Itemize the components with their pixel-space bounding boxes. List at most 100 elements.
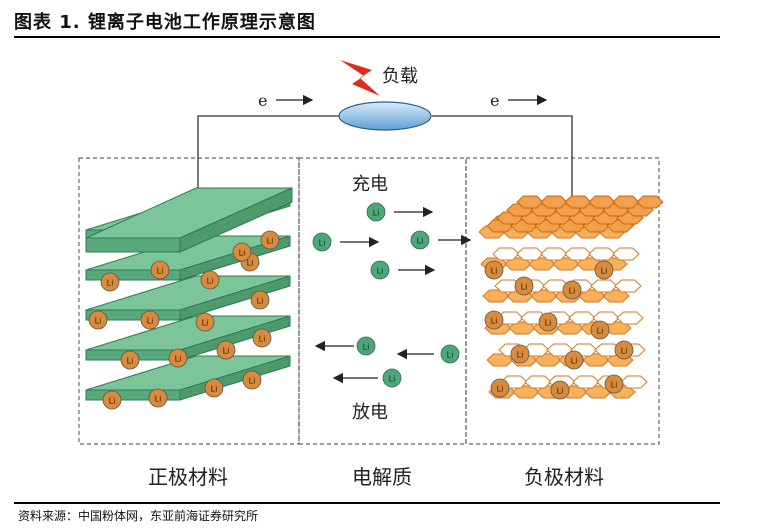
ion-circle	[100, 272, 120, 292]
cathode-li-ion: Li	[204, 378, 224, 398]
ion-circle	[242, 370, 262, 390]
ion-circle	[484, 260, 504, 280]
cathode-plate	[85, 315, 291, 361]
ion-circle	[356, 336, 376, 356]
ion-circle	[232, 242, 252, 262]
ion-symbol: Li	[319, 239, 326, 248]
graphite-hex	[492, 247, 520, 261]
ion-circle	[148, 388, 168, 408]
anode-li-ion: Li	[564, 350, 584, 370]
load-label: 负载	[382, 66, 418, 87]
ion-circle	[510, 344, 530, 364]
ion-circle	[168, 348, 188, 368]
ion-circle	[604, 374, 624, 394]
section-boxes	[78, 157, 660, 445]
anode-li-ion: Li	[514, 276, 534, 296]
load-ellipse	[338, 101, 432, 131]
cathode-li-ion: Li	[195, 312, 215, 332]
charge-li-ion: Li	[312, 232, 332, 252]
ion-symbol: Li	[202, 319, 209, 328]
graphite-hex-top	[588, 195, 616, 209]
graphite-hex	[588, 247, 616, 261]
ion-symbol: Li	[109, 397, 116, 406]
cathode-li-ion: Li	[252, 328, 272, 348]
ion-circle	[382, 368, 402, 388]
cathode-li-ion: Li	[102, 390, 122, 410]
ion-symbol: Li	[373, 209, 380, 218]
ion-symbol: Li	[497, 385, 504, 394]
anode-li-ion: Li	[490, 378, 510, 398]
graphite-hex	[516, 247, 544, 261]
ion-symbol: Li	[571, 357, 578, 366]
electron-flow: e e	[258, 91, 548, 110]
ion-symbol: Li	[557, 387, 564, 396]
figure-title: 图表 1. 锂离子电池工作原理示意图	[14, 12, 316, 33]
anode-li-ion: Li	[484, 260, 504, 280]
ion-symbol: Li	[257, 297, 264, 306]
graphite-hex	[524, 375, 552, 389]
ion-symbol: Li	[239, 249, 246, 258]
discharge-li-ion: Li	[382, 368, 402, 388]
ion-symbol: Li	[517, 351, 524, 360]
charge-label: 充电	[352, 174, 388, 195]
ion-circle	[150, 260, 170, 280]
section-cathode-label: 正极材料	[148, 465, 228, 489]
ion-circle	[562, 280, 582, 300]
ion-symbol: Li	[95, 317, 102, 326]
cathode-plate	[85, 275, 291, 321]
ion-circle	[370, 260, 390, 280]
ion-circle	[260, 230, 280, 250]
anode-li-ion: Li	[594, 260, 614, 280]
graphite-hex-top	[516, 195, 544, 209]
ion-circle	[102, 390, 122, 410]
ion-symbol: Li	[389, 375, 396, 384]
ion-symbol: Li	[597, 327, 604, 336]
cathode-li-ion: Li	[120, 350, 140, 370]
plate-side-main	[179, 187, 293, 253]
external-circuit	[197, 115, 573, 210]
ion-circle	[410, 230, 430, 250]
cathode-li-ion: Li	[88, 310, 108, 330]
graphite-hex	[614, 279, 642, 293]
ion-circle	[252, 328, 272, 348]
ion-symbol: Li	[569, 287, 576, 296]
ion-symbol: Li	[621, 347, 628, 356]
lightning-icon	[340, 60, 380, 96]
ion-circle	[140, 310, 160, 330]
cathode-li-ion: Li	[216, 340, 236, 360]
ion-symbol: Li	[247, 259, 254, 268]
ion-symbol: Li	[601, 267, 608, 276]
ion-circle	[490, 378, 510, 398]
anode-li-ion: Li	[590, 320, 610, 340]
ion-circle	[216, 340, 236, 360]
ion-circle	[538, 312, 558, 332]
cathode-li-ion: Li	[150, 260, 170, 280]
discharge-li-ion: Li	[356, 336, 376, 356]
ion-circle	[120, 350, 140, 370]
wire-left	[197, 115, 340, 210]
cathode-li-ion: Li	[200, 270, 220, 290]
ion-symbol: Li	[127, 357, 134, 366]
ion-circle	[204, 378, 224, 398]
ion-symbol: Li	[545, 319, 552, 328]
ion-symbol: Li	[249, 377, 256, 386]
anode-box	[465, 157, 660, 445]
ion-symbol: Li	[611, 381, 618, 390]
cathode-li-ion: Li	[168, 348, 188, 368]
bottom-rule	[14, 502, 720, 504]
graphite-hex	[612, 247, 640, 261]
electron-label-left: e	[258, 91, 267, 110]
section-anode-label: 负极材料	[524, 465, 604, 489]
anode-li-ion: Li	[484, 310, 504, 330]
graphite-hex-top	[564, 195, 592, 209]
anode-li-ion: Li	[510, 344, 530, 364]
ion-circle	[564, 350, 584, 370]
ion-circle	[484, 310, 504, 330]
graphite-hex-top	[540, 195, 568, 209]
ion-symbol: Li	[417, 237, 424, 246]
ion-symbol: Li	[107, 279, 114, 288]
